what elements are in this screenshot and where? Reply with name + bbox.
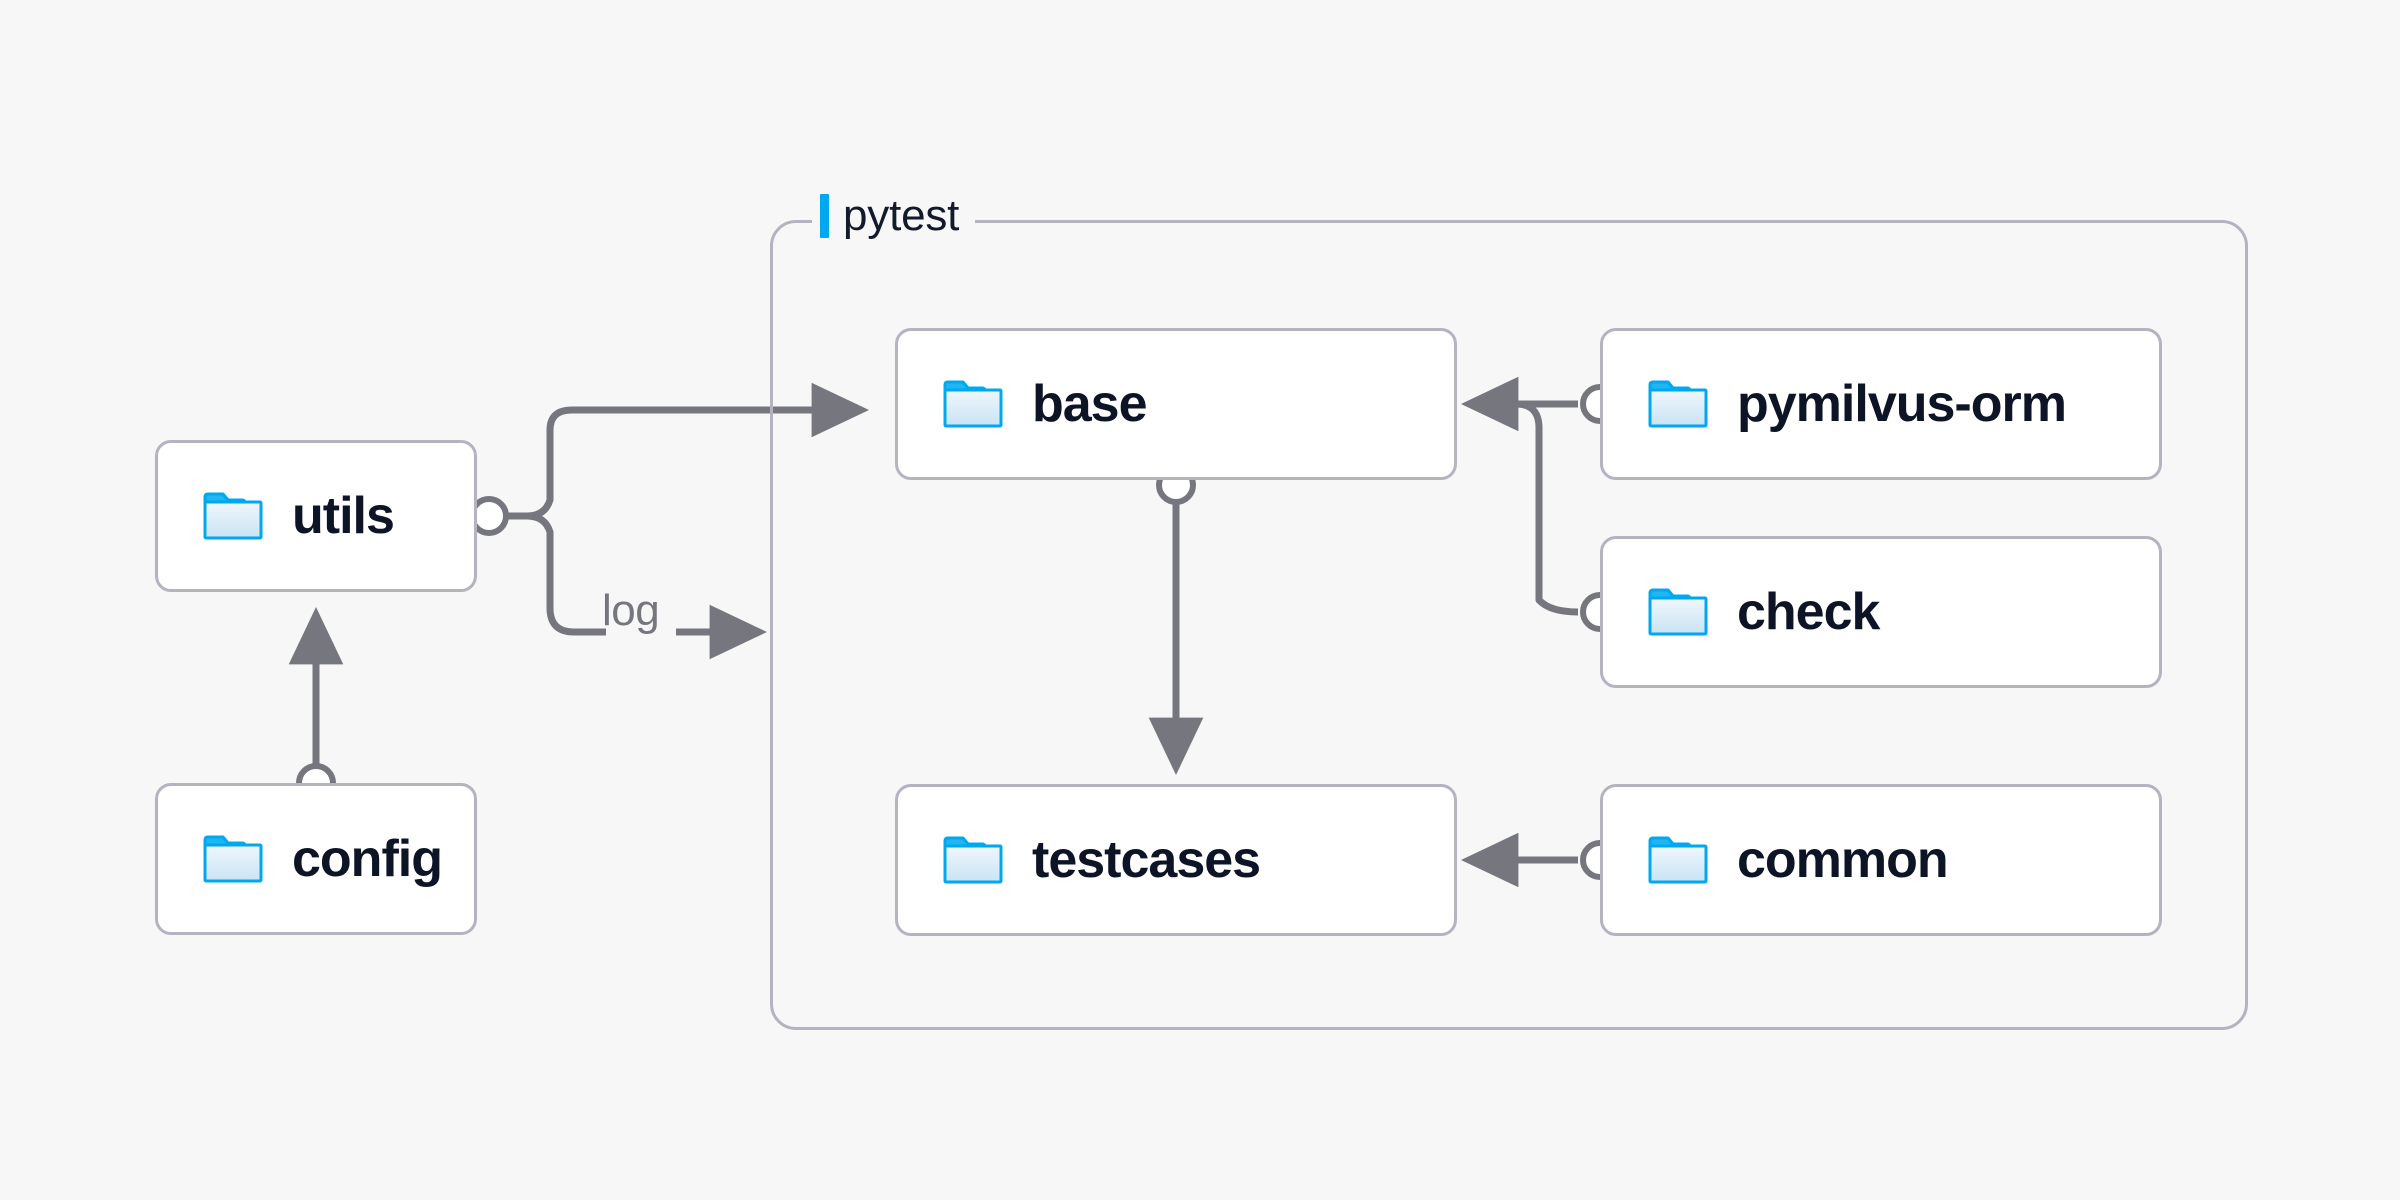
node-pymilvus-orm-label: pymilvus-orm: [1737, 375, 2067, 433]
node-check-label: check: [1737, 583, 1880, 641]
folder-icon: [943, 836, 1003, 884]
node-base[interactable]: base: [895, 328, 1457, 480]
node-pymilvus-orm[interactable]: pymilvus-orm: [1600, 328, 2162, 480]
folder-icon: [1648, 380, 1708, 428]
folder-icon: [943, 380, 1003, 428]
accent-bar-icon: [820, 194, 829, 238]
folder-icon: [1648, 836, 1708, 884]
node-common[interactable]: common: [1600, 784, 2162, 936]
edge-label-log: log: [602, 586, 660, 635]
group-pytest[interactable]: [770, 220, 2248, 1030]
node-config[interactable]: config: [155, 783, 477, 935]
edge-utils-to-log: [526, 512, 606, 636]
node-testcases-label: testcases: [1032, 831, 1261, 889]
node-testcases[interactable]: testcases: [895, 784, 1457, 936]
node-utils[interactable]: utils: [155, 440, 477, 592]
folder-icon: [1648, 588, 1708, 636]
node-common-label: common: [1737, 831, 1949, 889]
group-pytest-label-text: pytest: [843, 191, 960, 240]
connector-utils-out: [469, 496, 509, 536]
node-utils-label: utils: [292, 487, 395, 545]
group-pytest-label: pytest: [812, 188, 976, 244]
node-base-label: base: [1032, 375, 1148, 433]
folder-icon: [203, 835, 263, 883]
node-check[interactable]: check: [1600, 536, 2162, 688]
folder-icon: [203, 492, 263, 540]
node-config-label: config: [292, 830, 443, 888]
